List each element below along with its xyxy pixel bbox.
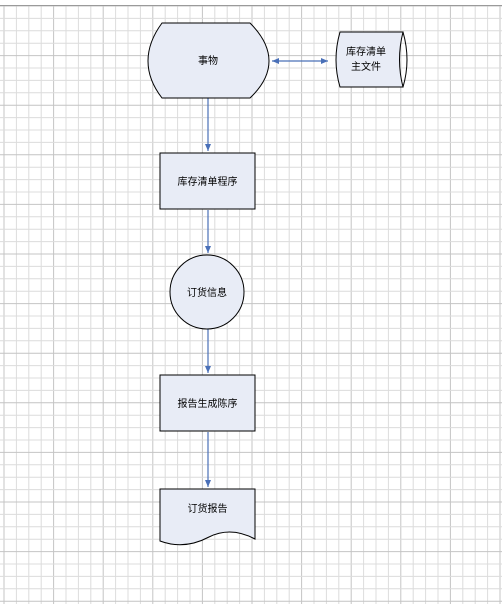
connector-shape (169, 254, 245, 330)
stored-data-edge (402, 31, 408, 88)
process-shape (159, 374, 256, 432)
node-transaction[interactable]: 事物 (147, 22, 270, 99)
node-order-report-label: 订货报告 (188, 502, 228, 515)
node-inventory-program-label: 库存清单程序 (178, 175, 238, 188)
node-inventory-program[interactable]: 库存清单程序 (159, 152, 256, 210)
node-order-info[interactable]: 订货信息 (169, 254, 245, 330)
process-shape (159, 152, 256, 210)
edges (205, 58, 328, 487)
node-master-file-label-line2: 主文件 (351, 60, 381, 73)
node-master-file-label-line1: 库存清单 (346, 45, 386, 58)
stored-data-shape (335, 31, 404, 88)
node-order-report[interactable]: 订货报告 (159, 488, 256, 546)
node-transaction-label: 事物 (198, 54, 218, 67)
node-order-info-label: 订货信息 (187, 286, 227, 299)
node-report-program-label: 报告生成陈序 (178, 397, 238, 410)
document-shape (159, 488, 256, 546)
node-report-program[interactable]: 报告生成陈序 (159, 374, 256, 432)
node-inventory-master-file[interactable]: 库存清单 主文件 (335, 31, 408, 88)
display-shape (147, 22, 270, 99)
